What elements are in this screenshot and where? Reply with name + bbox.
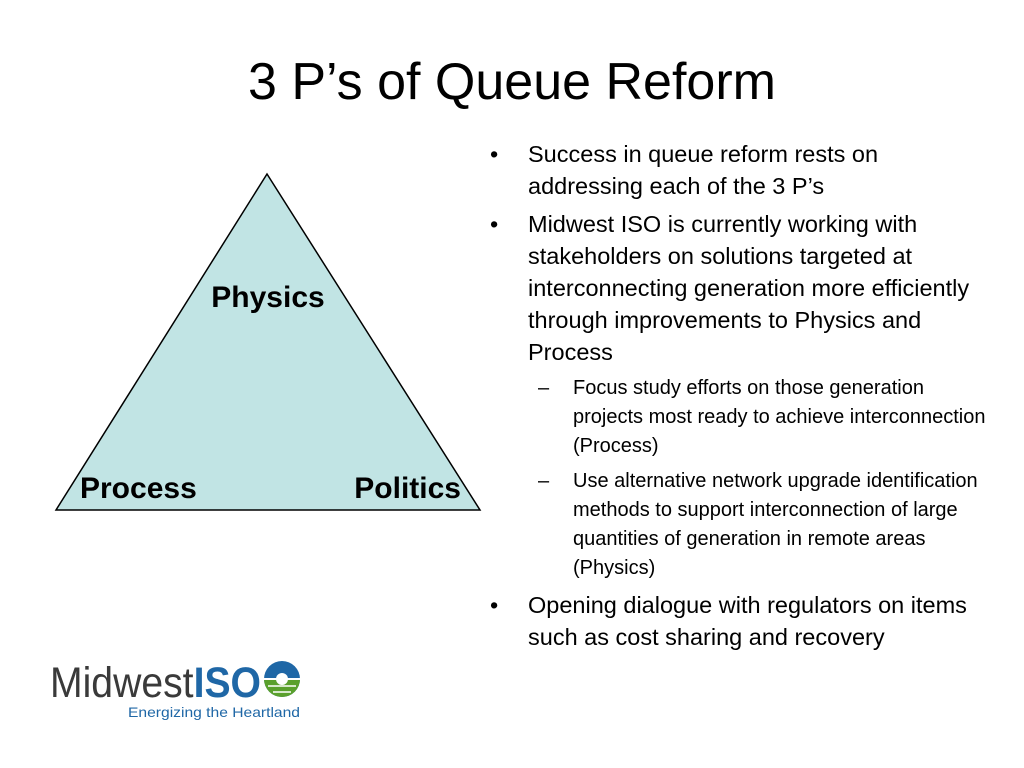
bullet-text: Opening dialogue with regulators on item…: [528, 592, 967, 650]
bullet-item: • Midwest ISO is currently working with …: [490, 208, 990, 368]
sub-bullet-marker: –: [538, 470, 550, 492]
triangle-label-left: Process: [80, 472, 197, 505]
sub-bullet-marker: –: [538, 377, 550, 399]
sub-bullet-text: Focus study efforts on those generation …: [573, 377, 986, 457]
logo-brand-main: Midwest: [50, 659, 194, 707]
sub-bullet-item: – Use alternative network upgrade identi…: [490, 467, 990, 583]
logo-tagline: Energizing the Heartland: [128, 704, 300, 720]
sub-bullet-item: – Focus study efforts on those generatio…: [490, 374, 990, 461]
bullet-list: • Success in queue reform rests on addre…: [490, 138, 990, 659]
logo-wordmark: MidwestISO: [50, 659, 261, 707]
midwest-iso-logo: MidwestISO Energizing the Heartland: [50, 659, 300, 720]
bullet-item: • Opening dialogue with regulators on it…: [490, 589, 990, 653]
bullet-text: Midwest ISO is currently working with st…: [528, 211, 970, 365]
bullet-marker: •: [490, 592, 499, 618]
bullet-marker: •: [490, 211, 499, 237]
triangle-label-right: Politics: [354, 472, 461, 505]
bullet-marker: •: [490, 141, 499, 167]
bullet-text: Success in queue reform rests on address…: [528, 141, 879, 199]
logo-brand-accent: ISO: [194, 659, 261, 707]
slide-title: 3 P’s of Queue Reform: [248, 53, 776, 111]
logo-o-emblem-icon: [264, 661, 300, 697]
sub-bullet-text: Use alternative network upgrade identifi…: [573, 470, 978, 579]
triangle-shape: [54, 172, 482, 511]
triangle-label-top: Physics: [211, 281, 324, 314]
bullet-item: • Success in queue reform rests on addre…: [490, 138, 990, 202]
